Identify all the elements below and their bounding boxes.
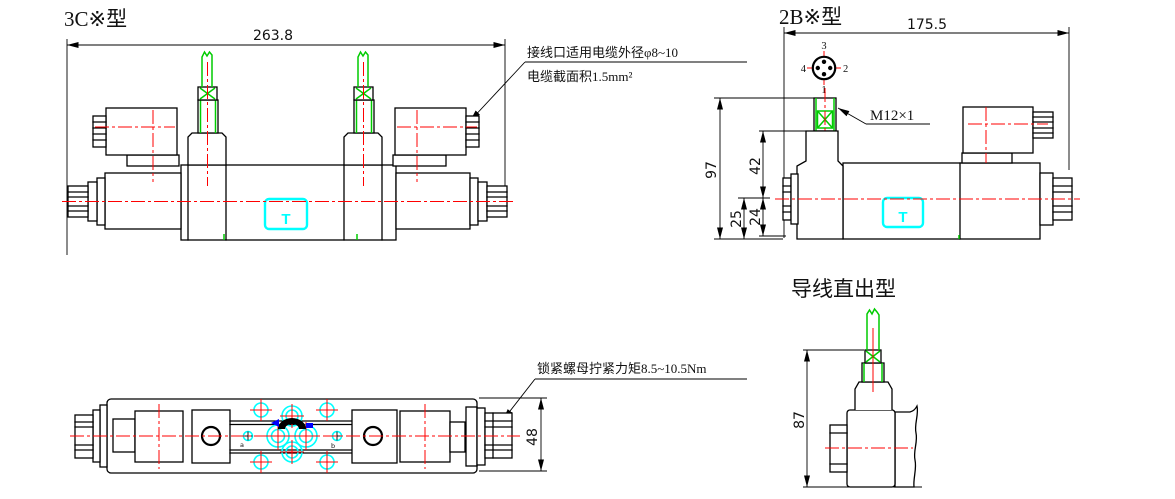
dimension-263-8: 263.8 bbox=[66, 28, 506, 255]
cable-note-line1: 接线口适用电缆外径φ8~10 bbox=[527, 45, 678, 60]
dim-25-text: 25 bbox=[729, 210, 745, 228]
valve-symbol-2b: T bbox=[898, 209, 907, 226]
cable-spec-note: 接线口适用电缆外径φ8~10 电缆截面积1.5mm² bbox=[469, 45, 747, 122]
locknut-torque-note: 锁紧螺母拧紧力矩8.5~10.5Nm bbox=[502, 361, 747, 421]
dimension-48: 48 bbox=[479, 397, 547, 472]
solenoid-wire-out-view bbox=[825, 307, 919, 488]
dim-48-text: 48 bbox=[525, 428, 541, 446]
view-2b: 2B※型 175.5 3 4 2 1 bbox=[704, 5, 1080, 240]
bolt-holes bbox=[250, 399, 338, 473]
blue-marker-left bbox=[271, 419, 279, 427]
valve-3c-side-view: T bbox=[62, 50, 516, 241]
dim-24-text: 24 bbox=[748, 208, 764, 226]
thread-label-text: M12×1 bbox=[870, 108, 914, 124]
dimension-25: 25 bbox=[729, 198, 747, 239]
dim-97-text: 97 bbox=[704, 161, 720, 179]
cable-gland-right bbox=[353, 50, 375, 186]
din-connector-2b bbox=[961, 106, 1054, 164]
view-3c-title: 3C※型 bbox=[64, 7, 127, 31]
cable-note-line2: 电缆截面积1.5mm² bbox=[527, 69, 632, 84]
dimension-97: 97 bbox=[704, 97, 814, 240]
valve-2b-side-view: T bbox=[775, 106, 1080, 240]
dim-175-5-text: 175.5 bbox=[907, 17, 947, 33]
view-3c: 3C※型 263.8 接线口适用电缆外径φ8~10 电缆截面积1.5mm² bbox=[62, 7, 747, 255]
dimension-24: 24 bbox=[748, 198, 786, 237]
blue-marker-right bbox=[306, 423, 313, 428]
valve-symbol-3c: T bbox=[281, 211, 290, 228]
connector-pinout-icon: 3 4 2 1 bbox=[801, 41, 849, 96]
pin-4-label: 4 bbox=[801, 64, 807, 75]
view-2b-title: 2B※型 bbox=[779, 5, 842, 29]
pin-2-label: 2 bbox=[843, 64, 848, 75]
thread-label: M12×1 bbox=[837, 107, 930, 125]
port-a-label: a bbox=[240, 441, 244, 449]
locknut-note-text: 锁紧螺母拧紧力矩8.5~10.5Nm bbox=[537, 361, 707, 376]
cable-gland-left bbox=[197, 50, 219, 186]
valve-symbol-box-2b: T bbox=[881, 196, 925, 229]
cable-gland-wire-out bbox=[861, 307, 885, 392]
port-b-label: b bbox=[331, 442, 335, 450]
din-connector-right bbox=[392, 107, 480, 182]
view-wire-out: 导线直出型 87 bbox=[791, 277, 922, 488]
dim-42-text: 42 bbox=[748, 157, 764, 175]
dim-263-8-text: 263.8 bbox=[253, 28, 293, 44]
dim-87-text: 87 bbox=[792, 411, 808, 429]
pin-3-label: 3 bbox=[821, 41, 826, 52]
view-top: 锁紧螺母拧紧力矩8.5~10.5Nm 48 bbox=[70, 361, 747, 474]
valve-symbol-box-3c: T bbox=[263, 197, 309, 231]
spool-arc bbox=[278, 418, 306, 429]
din-connector-left bbox=[92, 107, 180, 182]
valve-top-view: a b bbox=[70, 398, 520, 474]
m12-connector bbox=[813, 88, 837, 148]
view-wire-out-title: 导线直出型 bbox=[791, 277, 896, 301]
pin-1-label: 1 bbox=[821, 85, 826, 96]
